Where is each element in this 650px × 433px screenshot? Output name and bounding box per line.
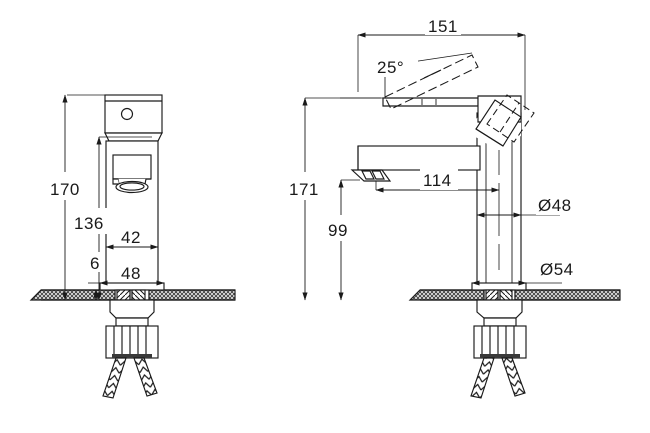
knurled-collar-front (105, 325, 159, 359)
spout-outlet-front (112, 154, 152, 194)
dim-171: 171 (286, 97, 381, 301)
under-counter-nut-side (476, 299, 523, 327)
dim-170: 170 (46, 94, 105, 301)
dim-99-label: 99 (328, 221, 348, 240)
dim-171-label: 171 (289, 180, 319, 199)
dim-42: 42 (105, 226, 159, 250)
handle-cap-front (104, 94, 163, 134)
lever-handle-open-25deg (384, 54, 479, 110)
dim-136-label: 136 (74, 214, 104, 233)
mounting-shank-front (114, 289, 150, 301)
pullout-spray-head (474, 94, 535, 150)
knurled-collar-side (473, 325, 527, 359)
side-view-group (350, 54, 621, 399)
base-flange-side (471, 282, 527, 291)
under-counter-nut-front (109, 299, 155, 327)
dim-170-label: 170 (50, 180, 80, 199)
dim-48-label: 48 (121, 264, 141, 283)
dim-6-label: 6 (90, 254, 100, 273)
dim-d48-label: Ø48 (538, 196, 572, 215)
dim-d54-label: Ø54 (540, 260, 574, 279)
front-view-dimensions: 170 136 42 48 6 (46, 94, 165, 301)
dim-114-label: 114 (423, 171, 452, 190)
aerator-tip-side (350, 169, 392, 182)
dim-42-label: 42 (121, 228, 141, 247)
dim-25deg: 25° (340, 52, 473, 99)
dim-99: 99 (325, 179, 360, 301)
mounting-shank-side (483, 289, 516, 301)
dim-136: 136 (72, 136, 152, 301)
dim-25deg-label: 25° (377, 58, 404, 77)
dim-151: 151 (357, 14, 526, 110)
spout-arm-side (357, 145, 481, 171)
dim-48: 48 (99, 261, 165, 286)
braided-hoses-side (470, 357, 526, 399)
dim-d54: Ø54 (471, 256, 588, 286)
dim-d48: Ø48 (476, 193, 584, 218)
side-view-dimensions: 151 25° 171 99 114 (286, 14, 588, 301)
dim-114: 114 (375, 168, 500, 193)
braided-hoses-front (102, 357, 158, 399)
dim-6: 6 (88, 252, 104, 301)
lever-handle-closed (382, 97, 479, 107)
base-flange-front (99, 282, 165, 291)
dim-151-label: 151 (428, 17, 458, 36)
